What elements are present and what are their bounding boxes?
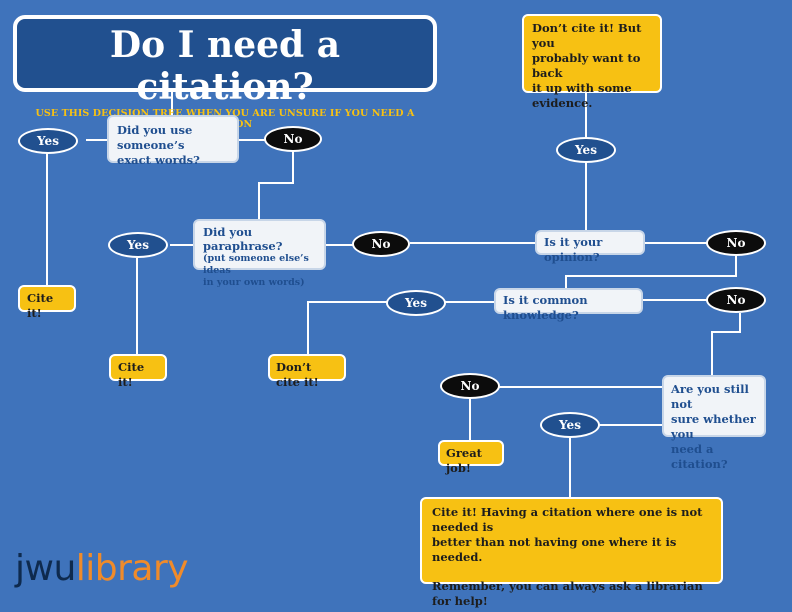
no-oval-exact-words: No [264, 126, 322, 152]
outcome-dont-cite-common: Don’t cite it! [268, 354, 346, 389]
connector-no1-q2 [258, 152, 294, 222]
question-still-unsure: Are you still not sure whether you need … [662, 375, 766, 471]
logo-library: library [75, 548, 189, 589]
connector-yes4-dont [307, 301, 388, 354]
outcome-great-job: Great job! [438, 440, 504, 475]
paraphrase-label: Did you paraphrase? [203, 225, 283, 253]
connector-no3-q4 [565, 256, 737, 288]
connector-no4-q5 [711, 313, 741, 377]
logo-jwu: jwu [15, 548, 76, 589]
yes-oval-paraphrase: Yes [108, 232, 168, 258]
yes-oval-opinion: Yes [556, 137, 616, 163]
question-exact-words: Did you use someone’s exact words? [107, 115, 239, 167]
yes-oval-still-unsure: Yes [540, 412, 600, 438]
page-title: Do I need a citation? [109, 24, 341, 108]
outcome-final: Cite it! Having a citation where one is … [420, 497, 723, 608]
final-ask-text: Remember, you can always ask a librarian… [432, 579, 703, 608]
no-oval-still-unsure: No [440, 373, 500, 399]
yes-oval-exact-words: Yes [18, 128, 78, 154]
no-oval-paraphrase: No [352, 231, 410, 257]
outcome-cite-exact: Cite it! [18, 285, 76, 320]
outcome-opinion: Don’t cite it! But you probably want to … [522, 14, 662, 110]
no-oval-common-knowledge: No [706, 287, 766, 313]
final-cite-text: Cite it! Having a citation where one is … [432, 505, 703, 564]
no-oval-opinion: No [706, 230, 766, 256]
question-common-knowledge: Is it common knowledge? [494, 288, 643, 322]
paraphrase-note: (put someone else’s ideas in your own wo… [203, 253, 309, 288]
jwu-library-logo: jwulibrary [15, 548, 189, 590]
question-paraphrase: Did you paraphrase? (put someone else’s … [193, 219, 326, 288]
outcome-cite-paraphrase: Cite it! [109, 354, 167, 389]
yes-oval-common-knowledge: Yes [386, 290, 446, 316]
question-opinion: Is it your opinion? [535, 230, 645, 264]
title-banner: Do I need a citation? USE THIS DECISION … [13, 15, 437, 130]
